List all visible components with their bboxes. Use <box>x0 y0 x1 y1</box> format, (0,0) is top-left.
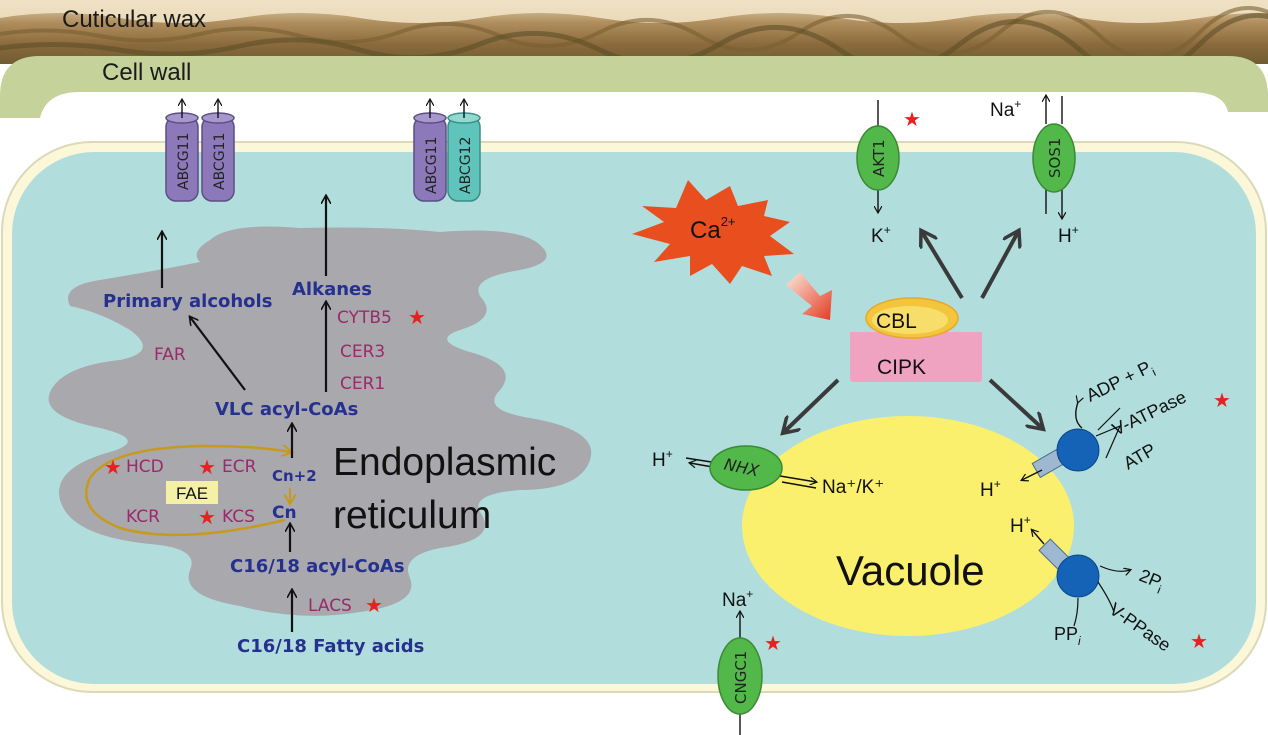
kcs-label: KCS <box>222 507 255 527</box>
abcg11-transporter-2: ABCG11 <box>201 112 235 202</box>
ecr-label: ECR <box>222 457 257 477</box>
alkanes-label: Alkanes <box>292 279 372 300</box>
fae-cycle <box>85 446 290 537</box>
cell-wall-layer: Cell wall <box>0 56 1268 118</box>
abcg11-label-1: ABCG11 <box>176 133 192 190</box>
arrow-cipk-to-pump <box>988 378 1042 428</box>
er-title-line2: reticulum <box>333 494 491 537</box>
ecr-star-icon: ★ <box>198 455 216 479</box>
kcs-star-icon: ★ <box>198 505 216 529</box>
abcg11-abcg12-dimer: ABCG11 ABCG12 <box>413 100 481 202</box>
arrow-cipk-to-sos1 <box>980 232 1018 299</box>
ppi-label: PPi <box>1054 624 1081 648</box>
cbl-label: CBL <box>876 310 917 333</box>
cuticular-wax-label: Cuticular wax <box>62 6 206 33</box>
calcium-gradient-arrow <box>786 272 832 320</box>
arrow-cipk-to-nhx <box>784 378 840 432</box>
cer3-label: CER3 <box>340 342 385 362</box>
cngc1-label: CNGC1 <box>732 651 750 704</box>
cuticular-wax-layer: Cuticular wax <box>0 0 1268 79</box>
hcd-star-icon: ★ <box>104 455 122 479</box>
akt1-label: AKT1 <box>870 139 888 177</box>
abcg12-label: ABCG12 <box>458 137 474 194</box>
cn2-label: Cn+2 <box>272 467 317 485</box>
abcg11-label-2: ABCG11 <box>212 133 228 190</box>
cbl-cipk-complex: CBL CIPK <box>850 297 982 382</box>
cell-wall-label: Cell wall <box>102 59 191 86</box>
hcd-label: HCD <box>126 457 164 477</box>
akt1-channel: AKT1 K+ <box>856 100 900 247</box>
cn-label: Cn <box>272 503 297 523</box>
arrow-cipk-to-akt1 <box>922 232 964 300</box>
cngc1-channel: CNGC1 Na+ <box>717 587 763 735</box>
far-label: FAR <box>154 345 186 365</box>
primary-alcohols-label: Primary alcohols <box>103 291 272 312</box>
abcg11-label-3: ABCG11 <box>424 137 440 194</box>
sos1-na-ion: Na+ <box>990 97 1021 121</box>
abcg12-transporter: ABCG12 <box>447 112 481 202</box>
v-ppase-star-icon: ★ <box>1190 629 1208 653</box>
v-atpase-star-icon: ★ <box>1213 388 1231 412</box>
cer1-label: CER1 <box>340 374 385 394</box>
calcium-burst-icon <box>632 180 794 284</box>
lacs-label: LACS <box>308 596 352 616</box>
sos1-antiporter: SOS1 Na+ H+ <box>990 96 1079 247</box>
v-atpase-h-ion: H+ <box>980 477 1001 501</box>
v-ppase-h-ion: H+ <box>1010 513 1031 537</box>
abcg11-transporter-1: ABCG11 <box>165 112 199 202</box>
vlc-acyl-coas-label: VLC acyl-CoAs <box>215 399 358 420</box>
vacuole-label: Vacuole <box>836 547 985 594</box>
acyl-coas-label: C16/18 acyl-CoAs <box>230 556 405 577</box>
calcium-label: Ca2+ <box>690 214 736 244</box>
cngc1-na-ion: Na+ <box>722 587 753 611</box>
akt1-k-ion: K+ <box>871 223 891 247</box>
nhx-antiporter: NHX H+ Na⁺/K⁺ <box>652 445 884 498</box>
lacs-star-icon: ★ <box>365 593 383 617</box>
vacuole <box>742 416 1074 636</box>
er-title-line1: Endoplasmic <box>333 441 556 484</box>
fatty-acids-label: C16/18 Fatty acids <box>237 636 424 657</box>
cytb5-star-icon: ★ <box>408 305 426 329</box>
fae-label: FAE <box>176 484 208 503</box>
endoplasmic-reticulum <box>48 226 592 616</box>
sos1-h-ion: H+ <box>1058 223 1079 247</box>
arrow-vlc-to-alcohols <box>190 317 246 391</box>
nhx-na-k-ions: Na⁺/K⁺ <box>822 477 884 498</box>
nhx-h-ion: H+ <box>652 447 673 471</box>
abcg11-transporter-3: ABCG11 <box>413 112 447 202</box>
cngc1-star-icon: ★ <box>764 631 782 655</box>
akt1-star-icon: ★ <box>903 107 921 131</box>
kcr-label: KCR <box>126 507 160 527</box>
sos1-label: SOS1 <box>1046 138 1064 178</box>
calcium-signal: Ca2+ <box>632 180 832 320</box>
abcg11-dimer-left: ABCG11 ABCG11 <box>165 100 235 202</box>
cytb5-label: CYTB5 <box>337 308 392 328</box>
fae-box <box>166 481 218 504</box>
cipk-label: CIPK <box>877 356 926 379</box>
